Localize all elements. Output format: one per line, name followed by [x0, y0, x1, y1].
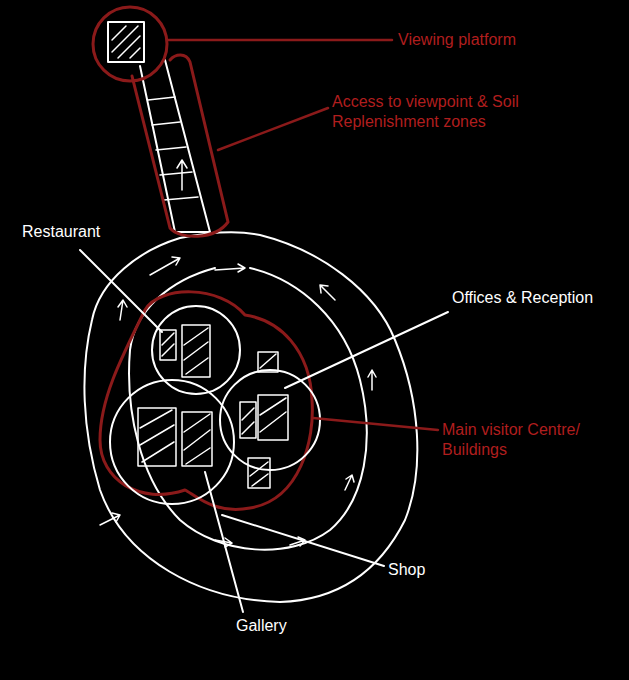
callout-label: Access to viewpoint & Soil Replenishment… [332, 92, 562, 132]
part-label: Restaurant [22, 222, 100, 242]
part-label: Offices & Reception [452, 288, 593, 308]
callout-label: Viewing platform [398, 30, 516, 50]
part-label: Shop [388, 560, 425, 580]
callout-label: Main visitor Centre/ Buildings [442, 420, 602, 460]
part-label: Gallery [236, 616, 287, 636]
